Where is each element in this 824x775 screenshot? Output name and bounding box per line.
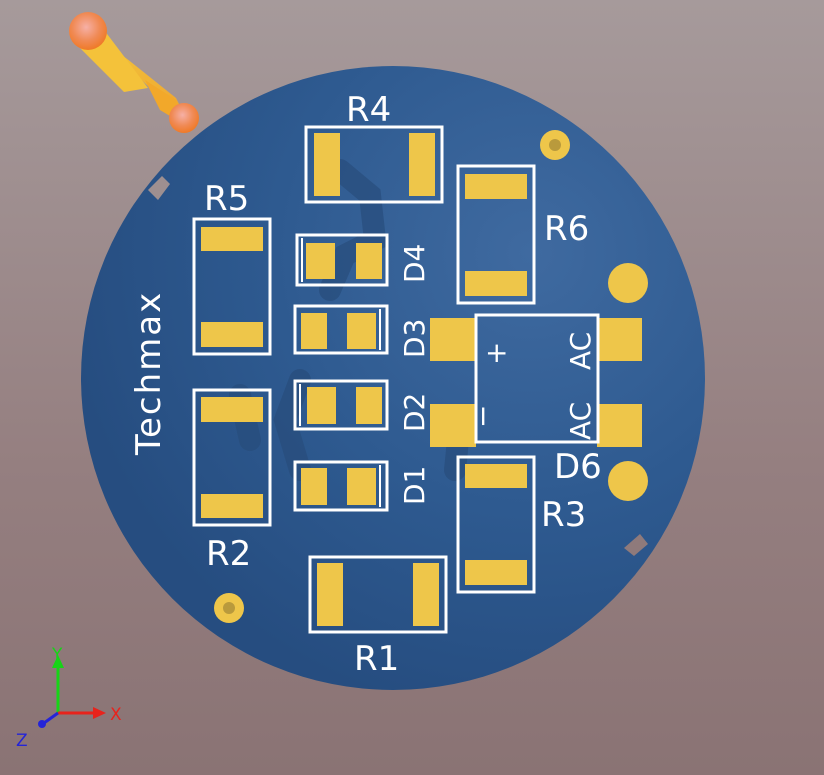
bridge-ac-bottom-label: AC <box>564 402 597 440</box>
r2-label: R2 <box>206 534 251 574</box>
r6-label: R6 <box>544 209 589 249</box>
bridge-plus-label: + <box>485 336 508 369</box>
d6-label: D6 <box>554 447 602 487</box>
z-axis-dot <box>38 720 46 728</box>
d2-label: D2 <box>398 393 431 432</box>
x-axis-label: X <box>110 705 122 725</box>
resistor-r3[interactable]: R3 <box>456 455 586 594</box>
resistor-r1[interactable]: R1 <box>308 555 448 679</box>
mounting-pad-right-top <box>608 263 648 303</box>
r3-label: R3 <box>541 495 586 535</box>
r4-label: R4 <box>346 90 391 130</box>
axis-triad: Y X Z <box>16 645 122 751</box>
d3-label: D3 <box>398 319 431 358</box>
mounting-pad-right-bottom <box>608 461 648 501</box>
z-axis-label: Z <box>16 731 28 751</box>
brand-text: Techmax <box>129 291 169 456</box>
diode-d4[interactable]: D4 <box>295 233 431 287</box>
bridge-minus-label: − <box>466 405 499 428</box>
diode-d1[interactable]: D1 <box>293 460 431 512</box>
mounting-holes <box>214 130 648 623</box>
y-axis-arrow <box>52 655 64 668</box>
y-axis-label: Y <box>51 645 63 665</box>
resistor-r2[interactable]: R2 <box>192 388 272 574</box>
resistor-r4[interactable]: R4 <box>304 90 444 204</box>
x-axis-arrow <box>93 707 106 719</box>
z-axis-line <box>43 711 59 725</box>
r5-label: R5 <box>204 179 249 219</box>
pcb-board <box>81 66 705 690</box>
light-source-icon[interactable] <box>69 12 199 133</box>
resistor-r6[interactable]: R6 <box>456 164 589 305</box>
diode-d2[interactable]: D2 <box>293 379 431 432</box>
bridge-ac-top-label: AC <box>564 332 597 370</box>
d4-label: D4 <box>398 244 431 283</box>
bridge-rectifier-d6[interactable]: + − AC AC D6 <box>430 313 642 487</box>
resistor-r5[interactable]: R5 <box>192 179 272 356</box>
r1-label: R1 <box>354 639 399 679</box>
d1-label: D1 <box>398 466 431 505</box>
diode-d3[interactable]: D3 <box>293 304 431 358</box>
